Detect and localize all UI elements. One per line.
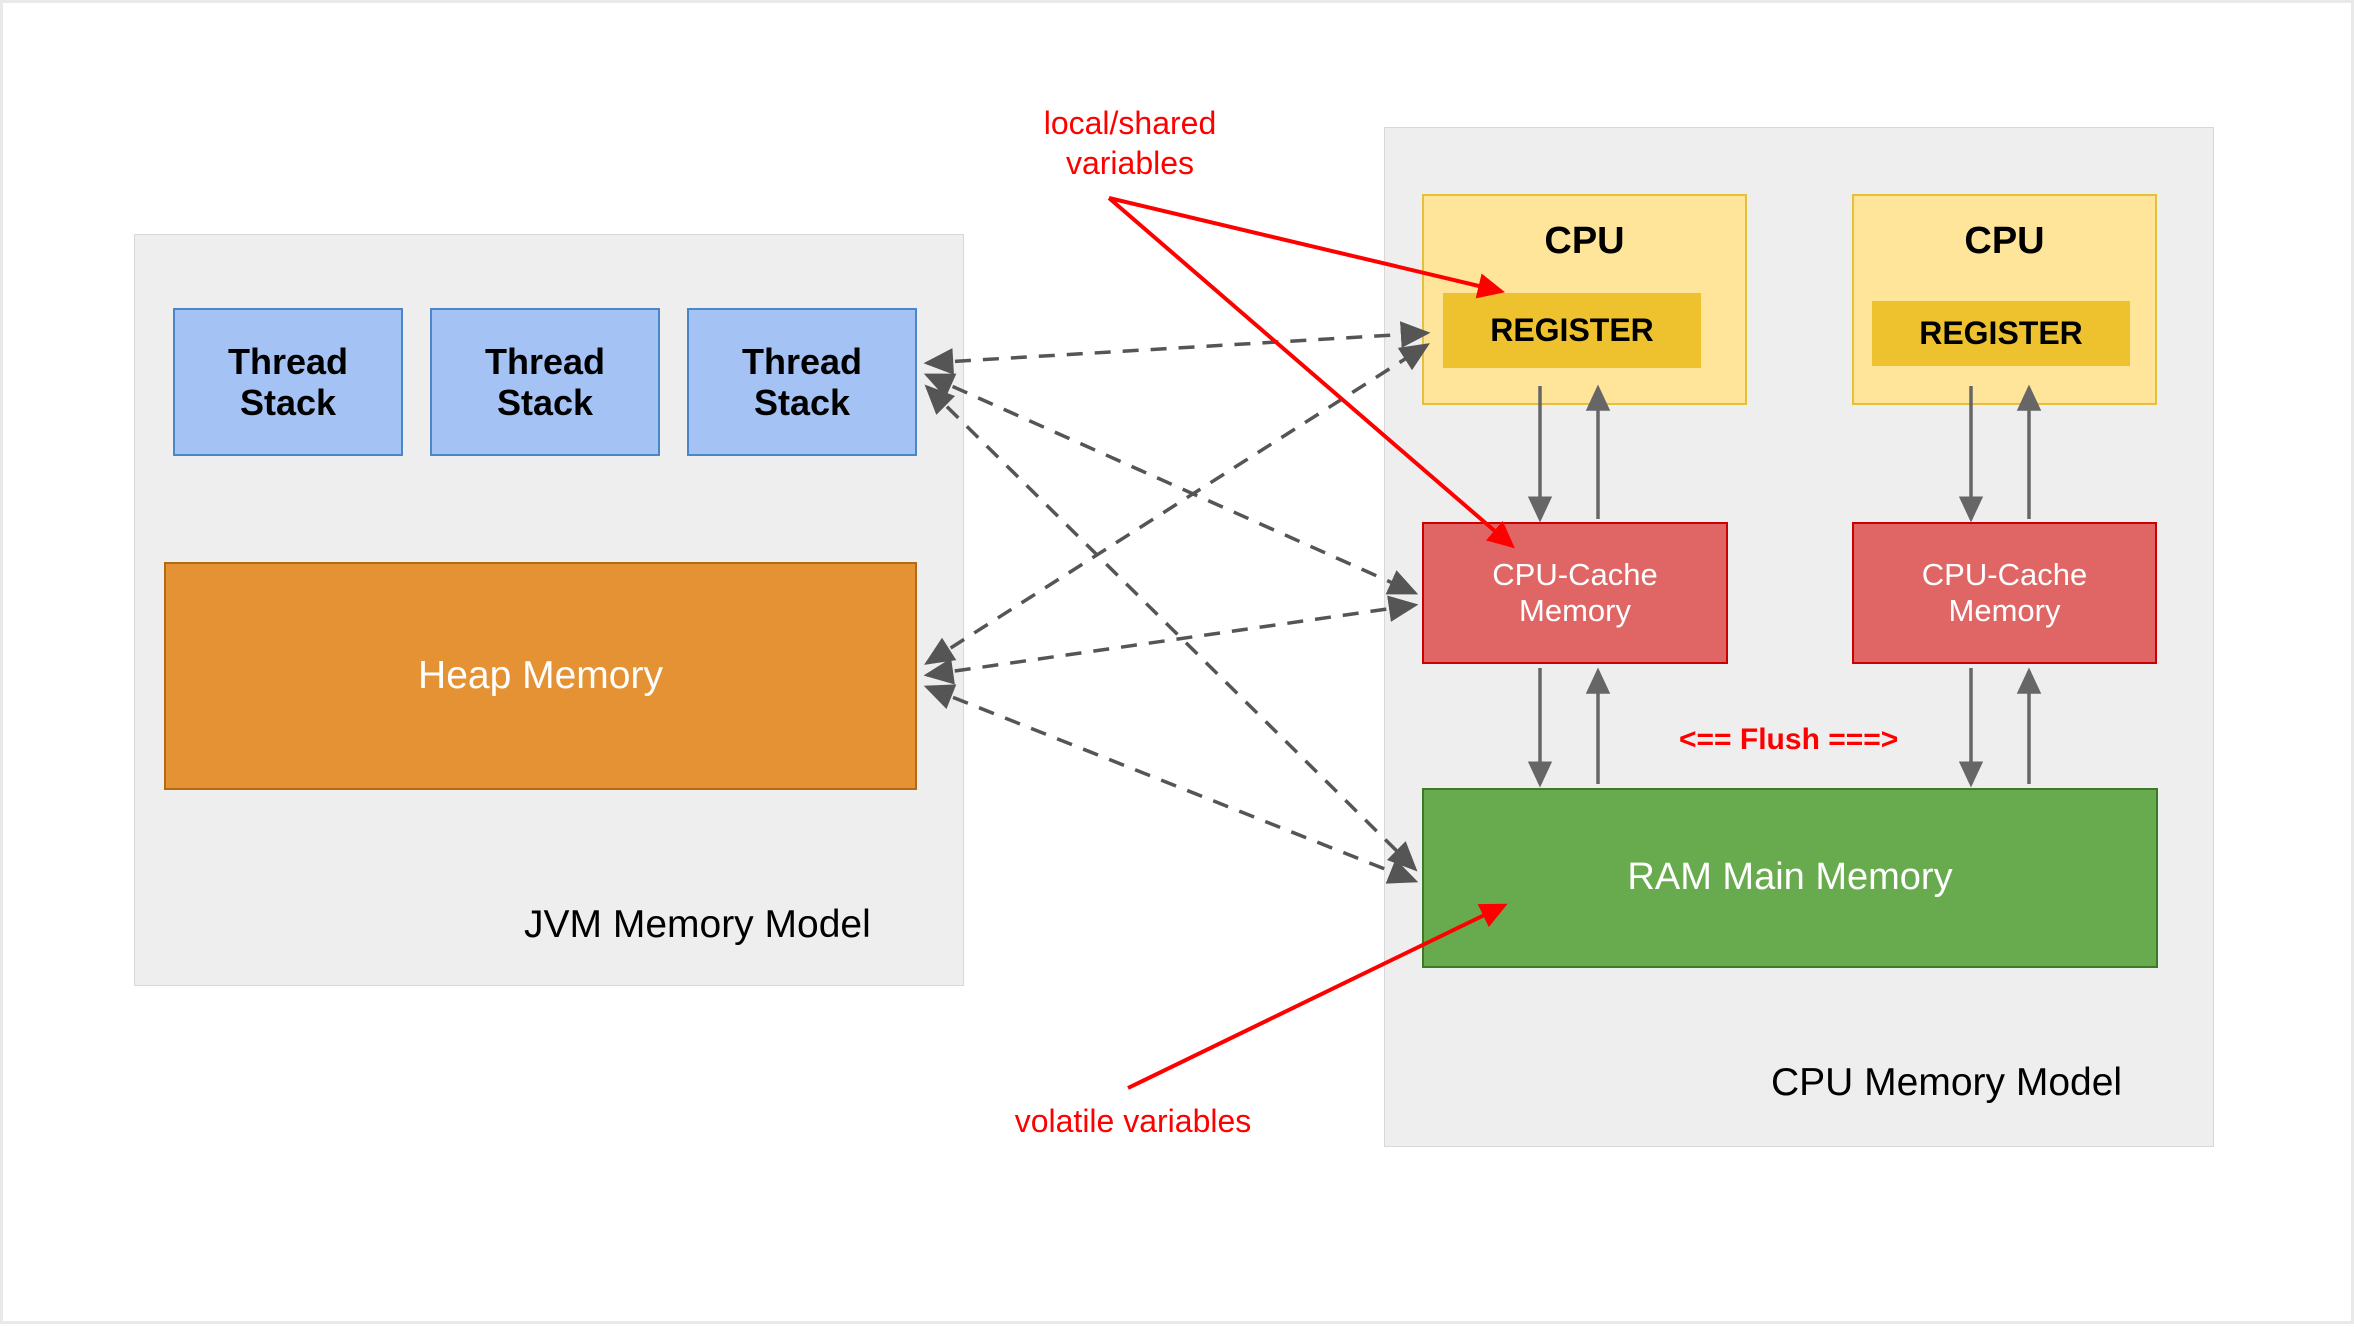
thread-stack-label-1: Thread Stack — [227, 340, 349, 423]
cpu-box-2: CPU — [1852, 194, 2157, 405]
annotation-volatile-variables: volatile variables — [1014, 1103, 1252, 1139]
thread-stack-label-2: Thread Stack — [484, 340, 606, 423]
cpu-cache-box-1: CPU-Cache Memory — [1422, 522, 1728, 664]
thread-stack-label-3: Thread Stack — [741, 340, 863, 423]
cpu-memory-model-label: CPU Memory Model — [1771, 1061, 2123, 1104]
arrow-heap-to-register — [924, 343, 1430, 665]
annotation-local-shared-variables: local/shared variables — [1043, 105, 1217, 181]
cpu-cache-box-2: CPU-Cache Memory — [1852, 522, 2157, 664]
register-box-2: REGISTER — [1872, 301, 2130, 366]
register-label-2: REGISTER — [1919, 315, 2083, 352]
cpu-cache-label-2: CPU-Cache Memory — [1921, 557, 2088, 628]
register-box-1: REGISTER — [1443, 293, 1701, 368]
cpu-title-1: CPU — [1544, 220, 1625, 262]
cpu-cache-label-1: CPU-Cache Memory — [1492, 557, 1658, 628]
thread-stack-box-3: Thread Stack — [687, 308, 917, 456]
flush-label: <== Flush ===> — [1679, 723, 1899, 756]
cpu-title-2: CPU — [1964, 220, 2045, 262]
thread-stack-box-2: Thread Stack — [430, 308, 660, 456]
arrow-threadstack-to-ram — [924, 384, 1418, 872]
heap-memory-box: Heap Memory — [164, 562, 917, 790]
jvm-memory-model-label: JVM Memory Model — [524, 903, 871, 946]
arrow-heap-to-cache — [923, 595, 1419, 685]
thread-stack-box-1: Thread Stack — [173, 308, 403, 456]
heap-memory-label: Heap Memory — [418, 653, 663, 697]
register-label-1: REGISTER — [1490, 312, 1654, 349]
arrow-heap-to-ram — [923, 684, 1419, 884]
arrow-threadstack-to-register — [923, 321, 1431, 375]
ram-main-memory-label: RAM Main Memory — [1627, 856, 1953, 899]
arrow-threadstack-to-cache — [923, 373, 1419, 595]
ram-main-memory-box: RAM Main Memory — [1422, 788, 2158, 968]
